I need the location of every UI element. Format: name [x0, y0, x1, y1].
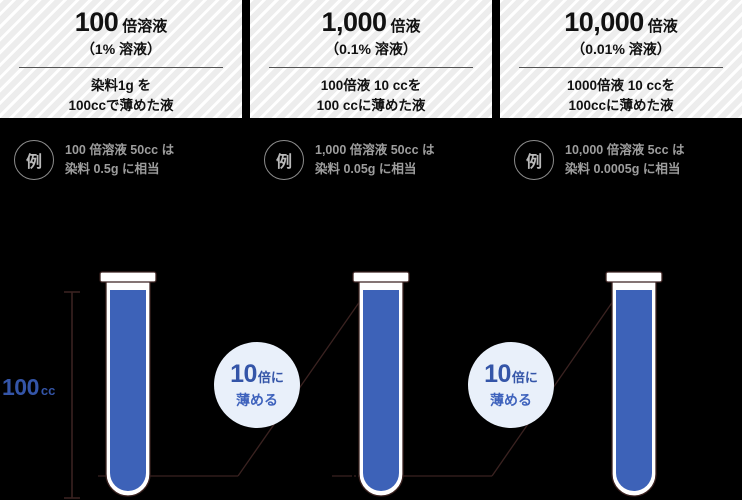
tube-liquid-1	[110, 290, 146, 491]
tube-100x	[99, 271, 157, 497]
dilution-bubble-1-suffix: 倍に	[257, 370, 284, 385]
tube-1000x	[352, 271, 410, 497]
header-multiplier-10000x: 10,000	[564, 7, 644, 37]
example-text-3: 10,000 倍溶液 5cc は 染料 0.0005g に相当	[565, 143, 685, 176]
header-divider-100x	[19, 67, 223, 69]
header-multiplier-unit-1000x: 倍液	[390, 18, 421, 35]
scale-bracket	[64, 291, 80, 499]
tube-10000x	[605, 271, 663, 497]
diagram-svg	[64, 271, 663, 499]
tube-liquid-2	[363, 290, 399, 491]
header-percent-10000x: （0.01% 溶液）	[571, 41, 671, 58]
scale-label: 100 cc	[2, 374, 55, 401]
header-title-1000x: 1,000 倍液	[321, 7, 421, 37]
dilution-bubble-2-line2: 薄める	[490, 392, 532, 408]
header-description-1000x: 100倍液 10 ccを 100 ccに薄めた液	[316, 78, 426, 113]
example-text-1: 100 倍溶液 50cc は 染料 0.5g に相当	[65, 143, 175, 176]
header-title-10000x: 10,000 倍液	[564, 7, 678, 37]
example-item-1: 例 100 倍溶液 50cc は 染料 0.5g に相当	[0, 118, 242, 202]
example-badge-icon-3: 例	[514, 140, 554, 180]
dilution-bubble-2-suffix: 倍に	[511, 370, 538, 385]
header-multiplier-1000x: 1,000	[321, 7, 387, 37]
tube-rim-3	[605, 271, 663, 283]
header-description-100x: 染料1g を 100ccで薄めた液	[68, 78, 174, 113]
dilution-bubble-1-line2: 薄める	[236, 392, 278, 408]
header-column-100x: 100 倍溶液 （1% 溶液） 染料1g を 100ccで薄めた液	[0, 0, 242, 118]
dilution-bubble-2-number: 10	[484, 360, 511, 388]
header-title-100x: 100 倍溶液	[74, 7, 168, 37]
example-band: 例 100 倍溶液 50cc は 染料 0.5g に相当 例 1,000 倍溶液…	[0, 118, 742, 202]
example-badge-icon-1: 例	[14, 140, 54, 180]
example-item-2: 例 1,000 倍溶液 50cc は 染料 0.05g に相当	[250, 118, 492, 202]
tube-rim-1	[99, 271, 157, 283]
scale-label-value: 100	[2, 374, 39, 400]
header-column-1000x: 1,000 倍液 （0.1% 溶液） 100倍液 10 ccを 100 ccに薄…	[250, 0, 492, 118]
dilution-bubble-1: 10 倍に 薄める	[214, 342, 300, 428]
header-description-10000x: 1000倍液 10 ccを 100ccに薄めた液	[566, 78, 676, 113]
tube-rim-2	[352, 271, 410, 283]
header-divider-1000x	[269, 67, 473, 69]
tube-liquid-3	[616, 290, 652, 491]
dilution-bubble-2-line1: 10 倍に	[484, 360, 538, 389]
header-column-10000x: 10,000 倍液 （0.01% 溶液） 1000倍液 10 ccを 100cc…	[500, 0, 742, 118]
scale-label-unit: cc	[40, 383, 56, 398]
header-divider-10000x	[519, 67, 723, 69]
header-multiplier-unit-100x: 倍溶液	[122, 18, 168, 35]
header-band: 100 倍溶液 （1% 溶液） 染料1g を 100ccで薄めた液 1,000 …	[0, 0, 742, 118]
header-multiplier-100x: 100	[74, 7, 119, 37]
dilution-diagram	[0, 202, 742, 500]
dilution-bubble-1-number: 10	[230, 360, 257, 388]
dilution-bubble-2: 10 倍に 薄める	[468, 342, 554, 428]
example-text-2: 1,000 倍溶液 50cc は 染料 0.05g に相当	[315, 143, 435, 176]
header-percent-100x: （1% 溶液）	[80, 41, 162, 58]
example-badge-icon-2: 例	[264, 140, 304, 180]
example-item-3: 例 10,000 倍溶液 5cc は 染料 0.0005g に相当	[500, 118, 742, 202]
header-percent-1000x: （0.1% 溶液）	[325, 41, 417, 58]
dilution-bubble-1-line1: 10 倍に	[230, 360, 284, 389]
header-multiplier-unit-10000x: 倍液	[647, 18, 678, 35]
